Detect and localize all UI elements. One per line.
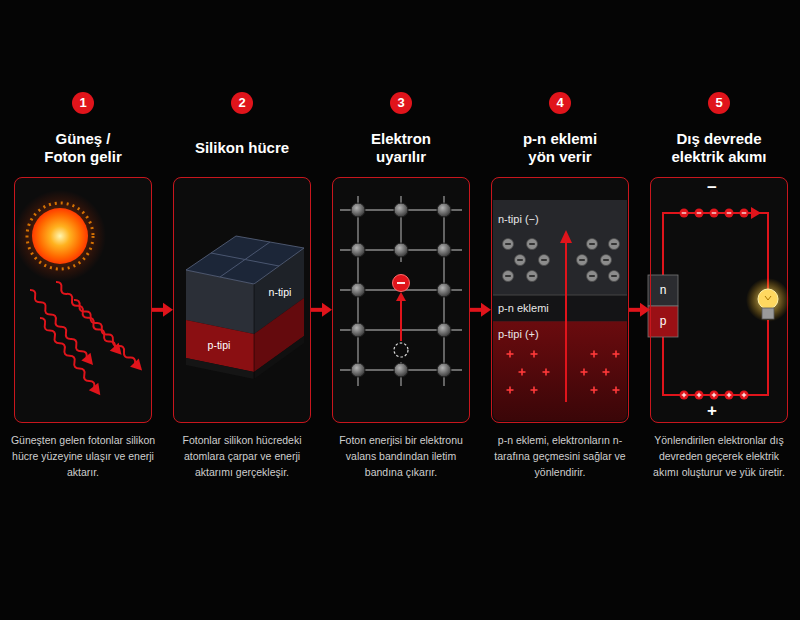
silicon-cell-block	[186, 236, 304, 379]
free-electrons	[503, 239, 620, 282]
flow-arrow	[629, 303, 650, 317]
step-description: p-n eklemi, elektronların n-tarafına geç…	[486, 432, 634, 480]
light-bulb	[746, 278, 790, 322]
battery-cell	[648, 275, 678, 337]
callout-number: 2	[231, 92, 253, 114]
step-title: Elektron uyarılır	[352, 128, 450, 168]
sun-icon	[14, 190, 106, 282]
terminal-label: p	[660, 314, 667, 328]
region-label: n-tipi (−)	[498, 213, 539, 226]
drift-arrow	[560, 230, 572, 402]
flow-arrow	[470, 303, 491, 317]
layer-label: p-tipi	[208, 339, 231, 352]
arrow-shaft	[629, 308, 641, 312]
callout-number: 5	[708, 92, 730, 114]
step-description: Güneşten gelen fotonlar silikon hücre yü…	[9, 432, 157, 480]
callout-number: 3	[390, 92, 412, 114]
terminal-label: n	[660, 283, 667, 297]
arrow-head	[322, 303, 332, 317]
polarity-sign: −	[707, 179, 717, 197]
step-panel: Silikon hücreFotonlar silikon hücredeki …	[173, 177, 311, 423]
current-electrons	[680, 207, 762, 400]
arrow-head	[640, 303, 650, 317]
step-title: Güneş / Foton gelir	[34, 128, 132, 168]
step-description: Fotonlar silikon hücredeki atomlara çarp…	[168, 432, 316, 480]
step-title: Silikon hücre	[193, 128, 291, 168]
arrow-head	[163, 303, 173, 317]
flow-arrow	[152, 303, 173, 317]
region-label: p-n eklemi	[498, 302, 549, 315]
step-description: Foton enerjisi bir elektronu valans band…	[327, 432, 475, 480]
step-panel: Elektron uyarılırFoton enerjisi bir elek…	[332, 177, 470, 423]
panel-ground	[14, 177, 788, 423]
region-label: p-tipi (+)	[498, 328, 539, 341]
polarity-sign: +	[707, 402, 717, 420]
pn-junction-bands	[493, 200, 627, 421]
crystal-lattice	[340, 196, 462, 386]
excited-electron	[393, 275, 410, 358]
step-description: Yönlendirilen elektronlar dış devreden g…	[645, 432, 793, 480]
layer-label: n-tipi	[269, 286, 292, 299]
arrow-shaft	[470, 308, 482, 312]
step-title: Dış devrede elektrik akımı	[670, 128, 768, 168]
arrow-shaft	[152, 308, 164, 312]
step-title: p-n eklemi yön verir	[511, 128, 609, 168]
callout-number: 4	[549, 92, 571, 114]
step-panel: Güneş / Foton gelirGüneşten gelen fotonl…	[14, 177, 152, 423]
flow-arrow	[311, 303, 332, 317]
arrow-shaft	[311, 308, 323, 312]
callout-number: 1	[72, 92, 94, 114]
arrow-head	[481, 303, 491, 317]
step-panel: Dış devrede elektrik akımıYönlendirilen …	[650, 177, 788, 423]
photon-rays	[25, 278, 146, 399]
holes	[507, 351, 620, 394]
lattice-atoms	[351, 203, 451, 377]
